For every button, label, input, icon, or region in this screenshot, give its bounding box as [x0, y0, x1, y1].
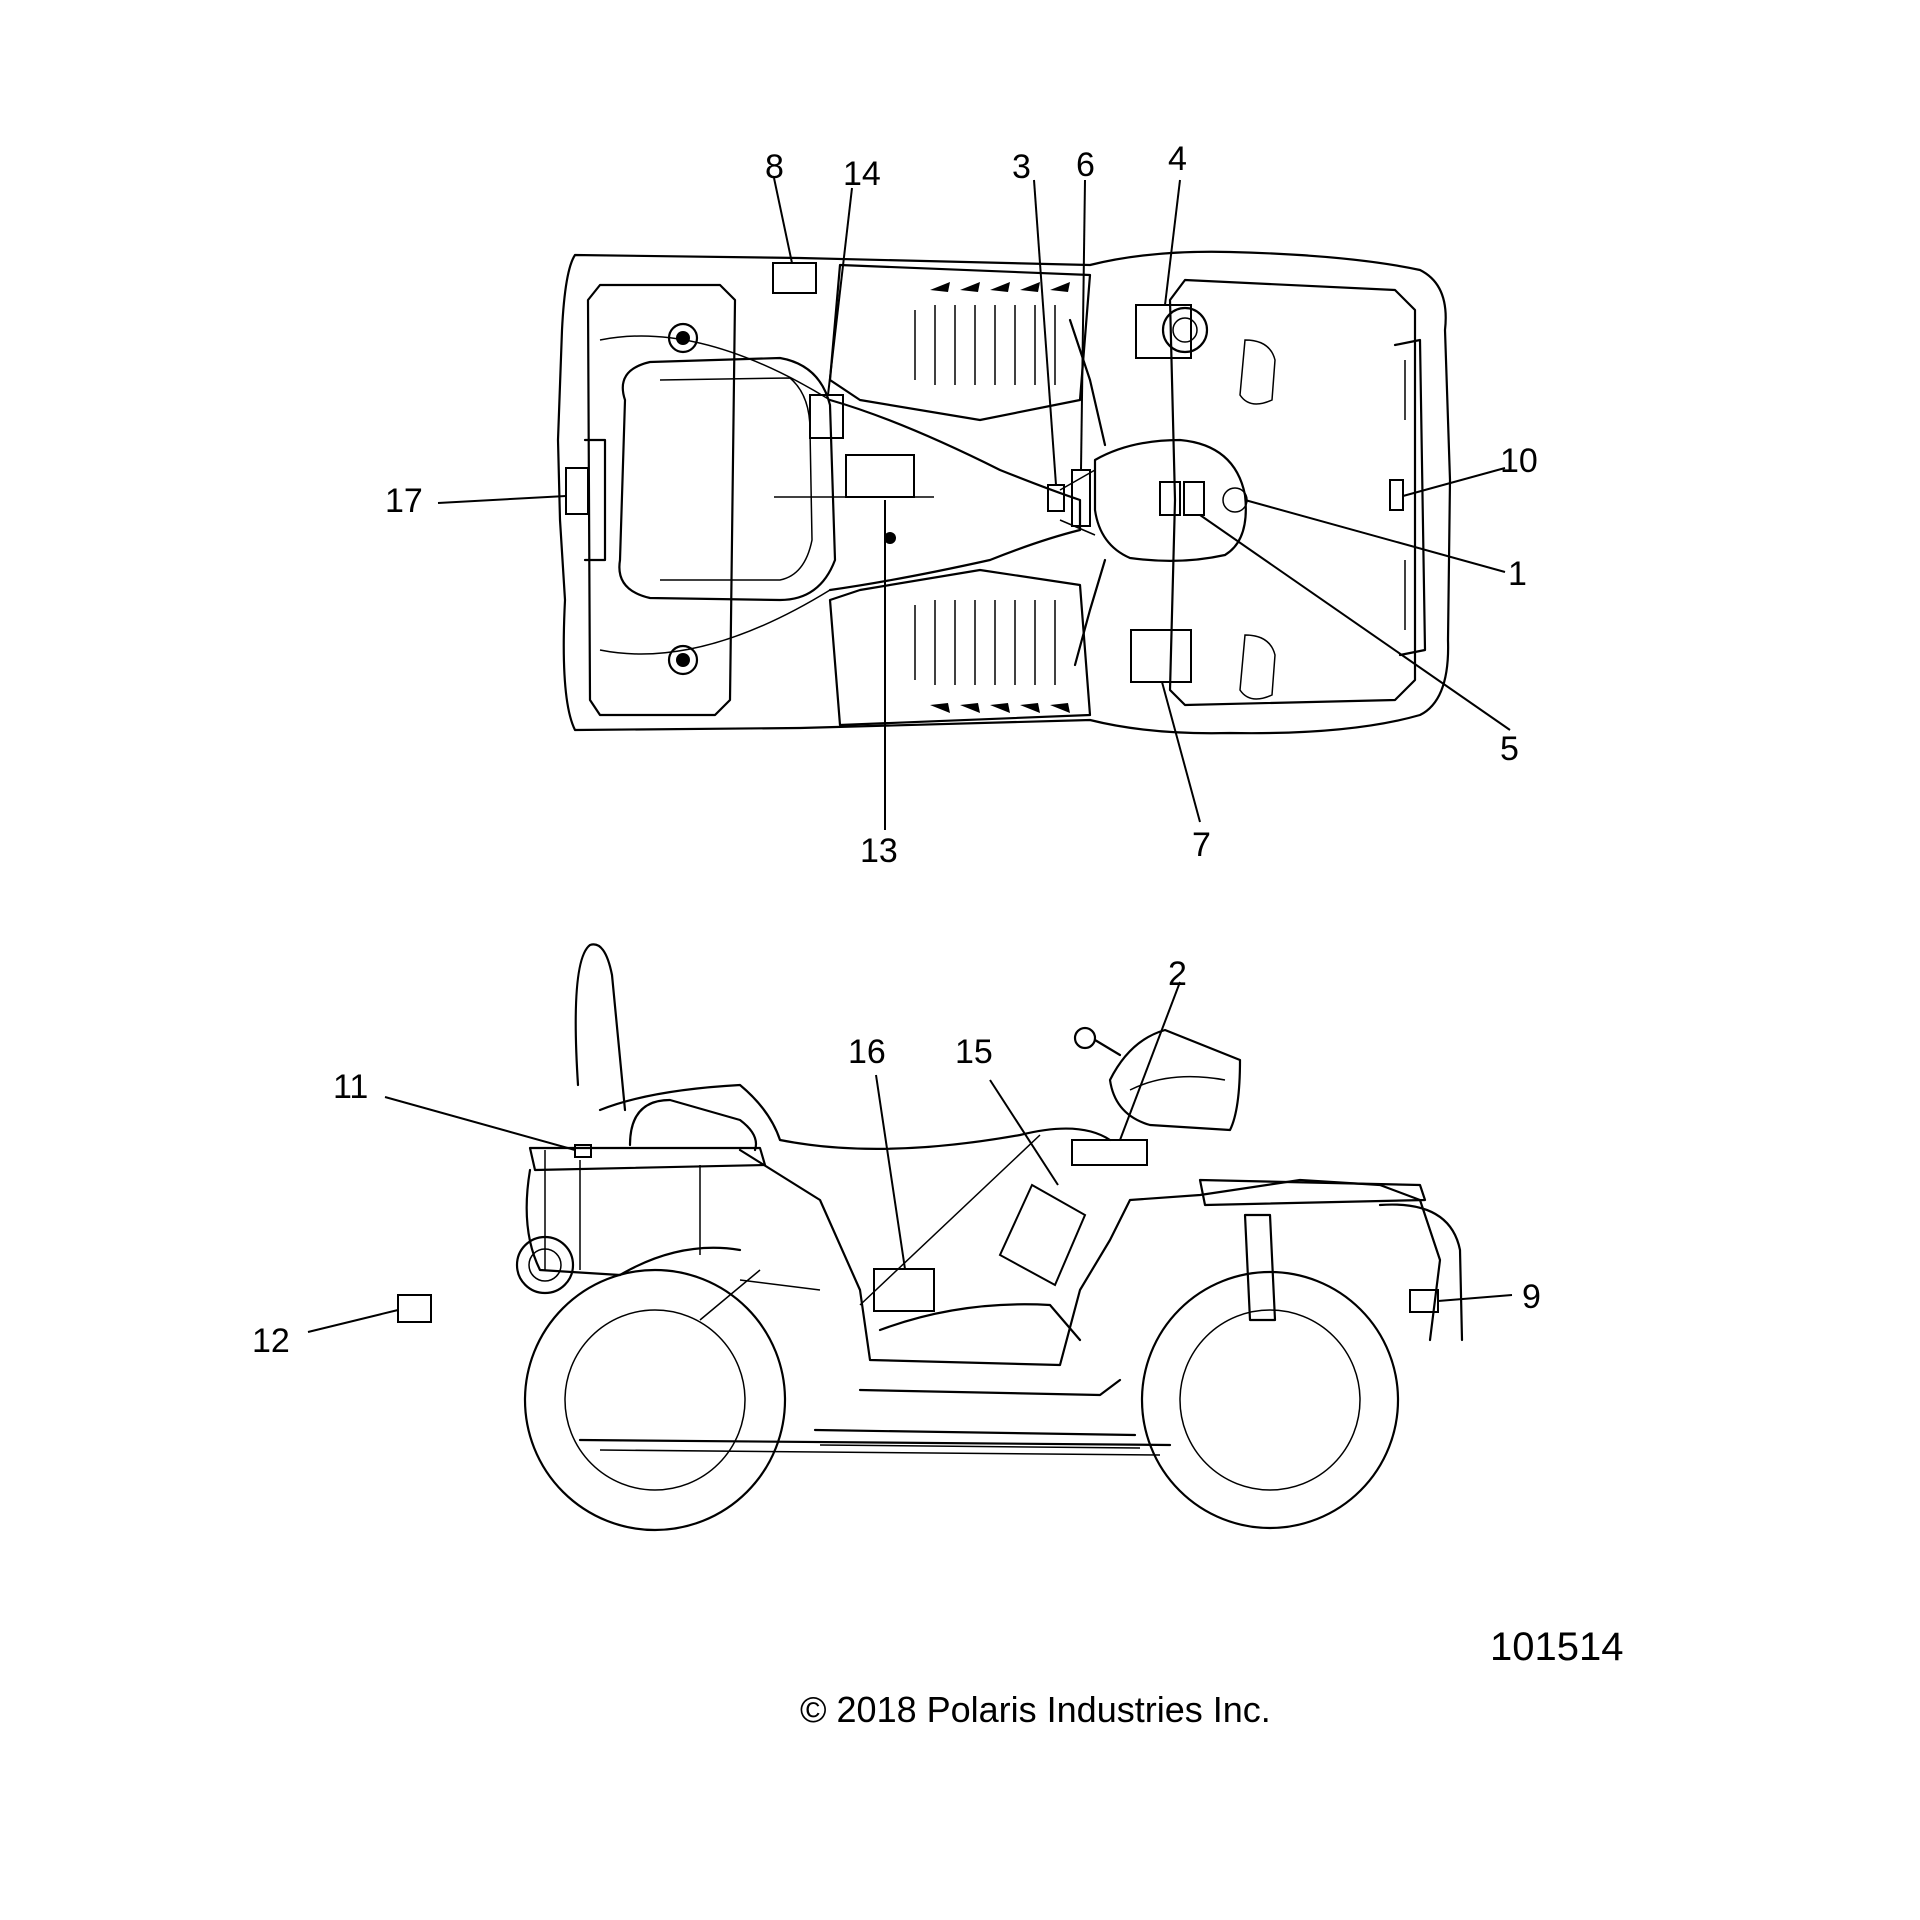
callout-14: 14 — [843, 155, 881, 193]
footwell-top — [828, 263, 1092, 422]
top-view-decals — [565, 262, 1404, 683]
callout-4: 4 — [1168, 140, 1187, 178]
decal-8 — [772, 262, 817, 294]
rear-rack — [586, 283, 737, 717]
copyright: © 2018 Polaris Industries Inc. — [800, 1689, 1271, 1730]
seat — [598, 1083, 1112, 1150]
decal-7 — [1130, 629, 1192, 683]
center-body — [828, 398, 1082, 592]
handlebar-pod — [1108, 1028, 1242, 1132]
leader-lines — [307, 177, 1513, 1333]
decal-12 — [397, 1294, 432, 1323]
callout-1: 1 — [1508, 555, 1527, 593]
decal-4 — [1135, 304, 1192, 359]
callout-9: 9 — [1522, 1278, 1541, 1316]
callout-10: 10 — [1500, 442, 1538, 480]
callout-6: 6 — [1076, 146, 1095, 184]
front-wheel — [1140, 1270, 1400, 1530]
callout-3: 3 — [1012, 148, 1031, 186]
decal-5b — [1183, 481, 1205, 516]
callout-labels: 8 14 3 6 4 10 1 5 7 13 17 2 15 16 11 9 1… — [252, 140, 1541, 1360]
decal-13-area — [845, 454, 915, 498]
callout-17: 17 — [385, 482, 423, 520]
callout-11: 11 — [333, 1068, 368, 1106]
decal-10 — [1389, 479, 1404, 511]
handlebar-pod — [1093, 438, 1247, 562]
figure-number: 101514 — [1490, 1625, 1623, 1669]
rear-wheel — [523, 1268, 787, 1532]
seat — [618, 356, 837, 602]
top-view-body-outline — [556, 250, 1452, 735]
decal-11 — [574, 1144, 592, 1158]
callout-2: 2 — [1168, 955, 1187, 993]
side-panel — [738, 1148, 1442, 1367]
decal-17 — [565, 467, 589, 515]
callout-16: 16 — [848, 1033, 886, 1071]
callout-15: 15 — [955, 1033, 993, 1071]
front-rack — [1198, 1178, 1427, 1207]
atv-side-view — [515, 943, 1464, 1532]
callout-7: 7 — [1192, 826, 1211, 864]
decal-14 — [809, 394, 844, 439]
rear-rack — [528, 1146, 767, 1172]
decal-5a — [1159, 481, 1181, 516]
passenger-backrest — [574, 943, 627, 1112]
decal-15 — [998, 1183, 1087, 1287]
decal-16 — [873, 1268, 935, 1312]
decal-2 — [1071, 1139, 1148, 1166]
atv-top-view — [556, 250, 1452, 735]
callout-13: 13 — [860, 832, 898, 870]
footwell-bottom — [828, 568, 1092, 727]
callout-8: 8 — [765, 148, 784, 186]
side-view-decals — [397, 1139, 1439, 1323]
callout-5: 5 — [1500, 730, 1519, 768]
callout-12: 12 — [252, 1322, 290, 1360]
front-rack — [1168, 278, 1417, 707]
